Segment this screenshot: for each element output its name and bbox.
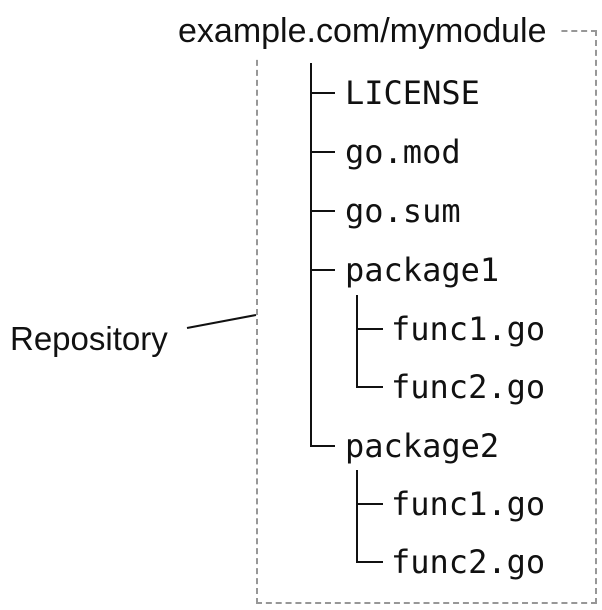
tree-item-package1-func1: func1.go [391,310,546,348]
tree-item-license: LICENSE [345,74,480,112]
subtree-trunk-line [356,470,383,563]
tree-item-package1: package1 [345,251,500,289]
tree-trunk-line [310,63,335,447]
repository-label: Repository [10,320,168,357]
tree-item-go-mod: go.mod [345,133,461,171]
tree-item-package2: package2 [345,427,500,465]
tree-item-package2-func1: func1.go [391,485,546,523]
subtree-trunk-line [356,295,383,388]
tree-item-go-sum: go.sum [345,192,461,230]
repository-pointer-line [186,314,257,329]
tree-item-package2-func2: func2.go [391,543,546,581]
module-title: example.com/mymodule [166,4,559,58]
tree-item-package1-func2: func2.go [391,368,546,406]
